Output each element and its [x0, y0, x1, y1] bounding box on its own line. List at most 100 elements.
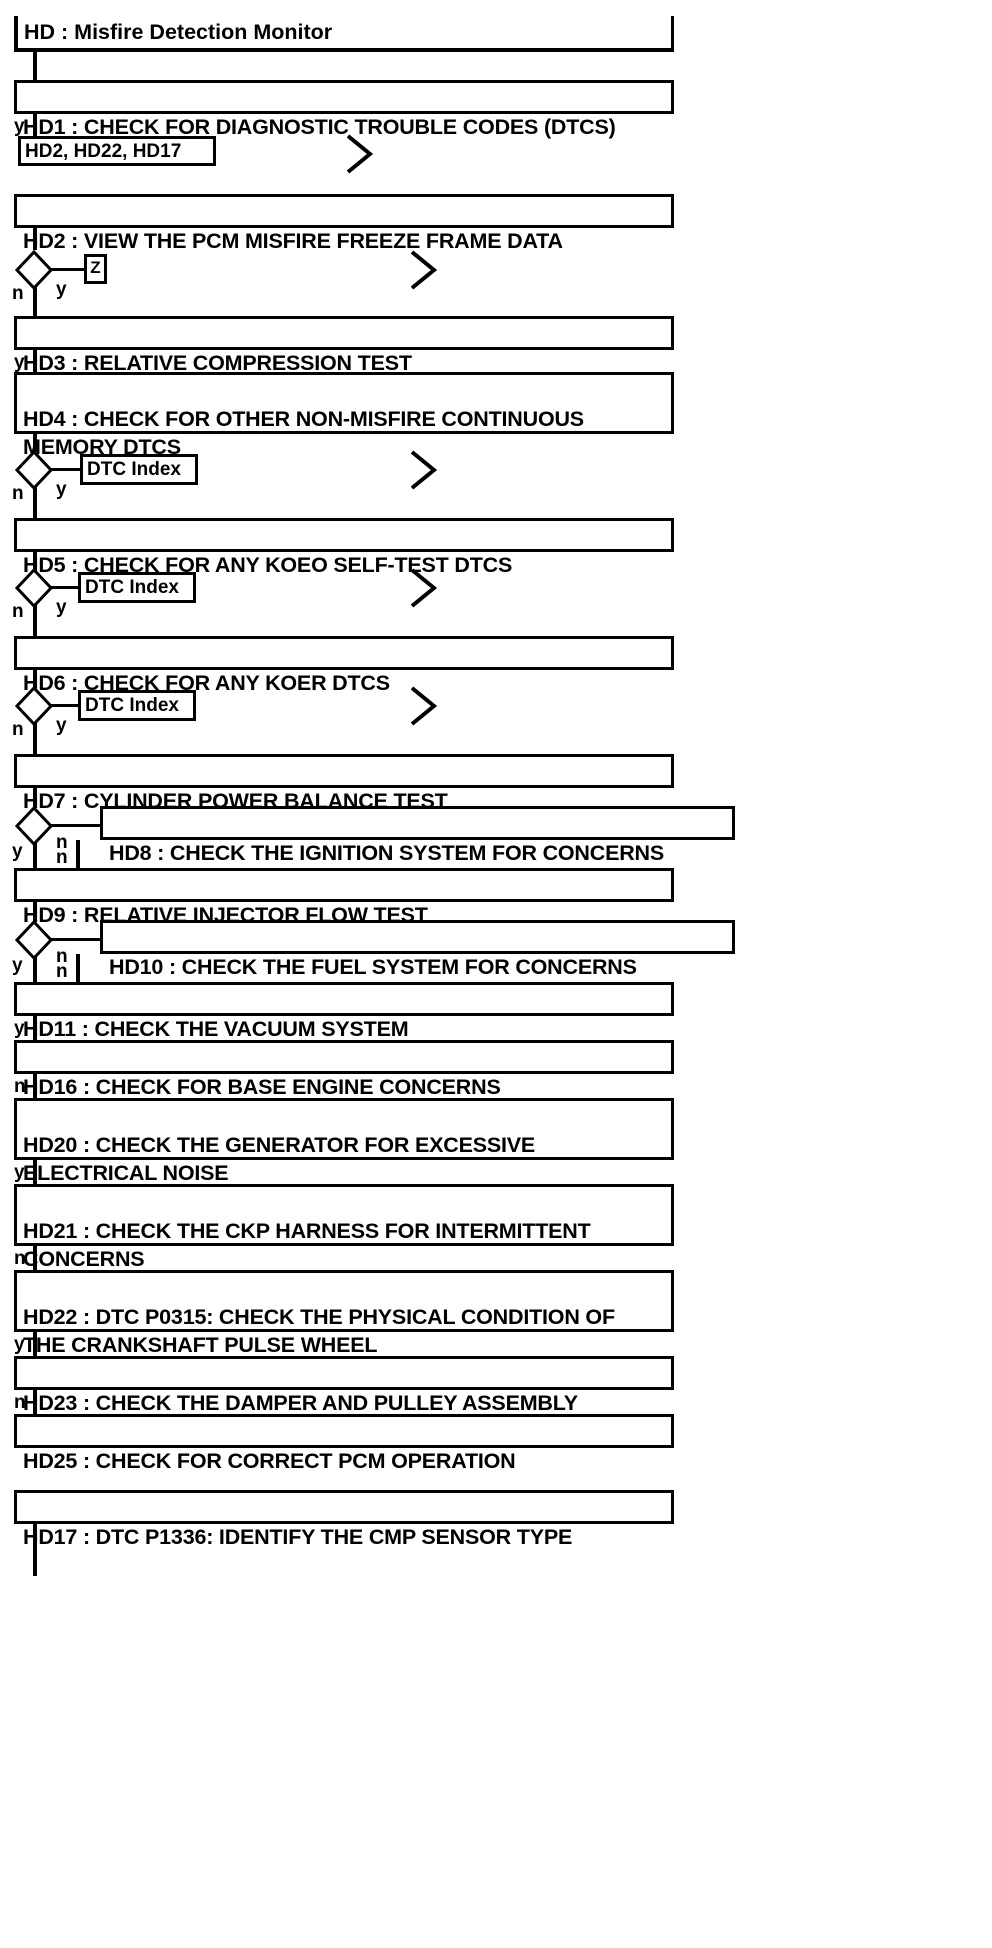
node-hd11-label: HD11 : CHECK THE VACUUM SYSTEM	[23, 1016, 409, 1041]
goto-chevron-hd5	[404, 564, 444, 612]
connector-hd1-to-ref	[33, 114, 37, 138]
node-hd9[interactable]: HD9 : RELATIVE INJECTOR FLOW TEST	[14, 868, 674, 927]
connector-hd7-to-decision	[33, 788, 37, 808]
branch-label-hd16-n: n	[14, 1076, 26, 1097]
ref-box-hd2-symbol[interactable]: Z	[84, 254, 107, 284]
node-hd20[interactable]: HD20 : CHECK THE GENERATOR FOR EXCESSIVE…	[14, 1098, 674, 1185]
decision-diamond-hd4[interactable]	[15, 450, 53, 490]
connector-hd7-y-down	[33, 842, 37, 868]
node-hd4[interactable]: HD4 : CHECK FOR OTHER NON-MISFIRE CONTIN…	[14, 372, 674, 459]
connector-hd23-to-hd25	[33, 1390, 37, 1414]
node-hd5[interactable]: HD5 : CHECK FOR ANY KOEO SELF-TEST DTCS	[14, 518, 674, 577]
connector-hd2-to-decision	[33, 228, 37, 250]
connector-hd5-to-decision	[33, 552, 37, 570]
node-hd22[interactable]: HD22 : DTC P0315: CHECK THE PHYSICAL CON…	[14, 1270, 674, 1357]
ref-box-dtc-index-1[interactable]: DTC Index	[80, 454, 198, 485]
connector-hd6-y-right	[51, 704, 80, 707]
node-hd25-label: HD25 : CHECK FOR CORRECT PCM OPERATION	[23, 1448, 516, 1473]
goto-chevron-hd4	[404, 446, 444, 494]
node-hd3[interactable]: HD3 : RELATIVE COMPRESSION TEST	[14, 316, 674, 375]
branch-label-hd6-n: n	[12, 719, 24, 740]
goto-chevron-hd6	[404, 682, 444, 730]
node-hd2[interactable]: HD2 : VIEW THE PCM MISFIRE FREEZE FRAME …	[14, 194, 674, 253]
branch-label-hd4-y: y	[56, 479, 67, 500]
connector-hd5-y-right	[51, 586, 80, 589]
node-hd23-label: HD23 : CHECK THE DAMPER AND PULLEY ASSEM…	[23, 1390, 578, 1415]
node-hd8-label: HD8 : CHECK THE IGNITION SYSTEM FOR CONC…	[109, 840, 665, 865]
connector-hd22-to-hd23	[33, 1332, 37, 1356]
connector-hd16-to-hd20	[33, 1074, 37, 1098]
branch-label-hd10-n: n	[56, 961, 68, 982]
connector-header-to-hd1	[33, 52, 37, 80]
ref-box-dtc-index-2[interactable]: DTC Index	[78, 572, 196, 603]
decision-diamond-hd7[interactable]	[15, 806, 53, 846]
node-hd16-label: HD16 : CHECK FOR BASE ENGINE CONCERNS	[23, 1074, 501, 1099]
branch-label-hd22-y: y	[14, 1334, 25, 1355]
branch-label-hd20-y: y	[14, 1162, 25, 1183]
connector-hd9-to-decision	[33, 902, 37, 922]
node-hd10-label: HD10 : CHECK THE FUEL SYSTEM FOR CONCERN…	[109, 954, 637, 979]
branch-label-hd21-n: n	[14, 1248, 26, 1269]
node-hd8[interactable]: HD8 : CHECK THE IGNITION SYSTEM FOR CONC…	[100, 806, 735, 865]
connector-hd6-n-down	[33, 722, 37, 754]
connector-hd9-n-right	[51, 938, 101, 941]
connector-hd4-y-right	[51, 468, 82, 471]
connector-hd17-down	[33, 1524, 37, 1576]
connector-hd9-y-down	[33, 956, 37, 982]
decision-diamond-hd2[interactable]	[15, 250, 53, 290]
branch-label-hd5-n: n	[12, 601, 24, 622]
node-hd10[interactable]: HD10 : CHECK THE FUEL SYSTEM FOR CONCERN…	[100, 920, 735, 979]
connector-hd6-to-decision	[33, 670, 37, 688]
node-hd23[interactable]: HD23 : CHECK THE DAMPER AND PULLEY ASSEM…	[14, 1356, 674, 1415]
branch-label-hd2-n: n	[12, 283, 24, 304]
node-hd1-label: HD1 : CHECK FOR DIAGNOSTIC TROUBLE CODES…	[23, 114, 616, 139]
branch-label-hd4-n: n	[12, 483, 24, 504]
connector-hd2-y-right	[51, 268, 84, 271]
node-hd20-label: HD20 : CHECK THE GENERATOR FOR EXCESSIVE…	[23, 1132, 536, 1185]
ref-box-dtc-index-3-label: DTC Index	[85, 695, 179, 716]
node-hd16[interactable]: HD16 : CHECK FOR BASE ENGINE CONCERNS	[14, 1040, 674, 1099]
node-hd4-label: HD4 : CHECK FOR OTHER NON-MISFIRE CONTIN…	[23, 406, 584, 459]
branch-label-hd9-y: y	[12, 955, 23, 976]
node-hd7[interactable]: HD7 : CYLINDER POWER BALANCE TEST	[14, 754, 674, 813]
decision-diamond-hd6[interactable]	[15, 686, 53, 726]
goto-chevron-hd1	[340, 130, 380, 178]
branch-label-hd1-y: y	[14, 116, 25, 137]
branch-label-hd7-n: n	[56, 832, 68, 853]
branch-label-hd7-y: y	[12, 841, 23, 862]
connector-hd7-n-right	[51, 824, 101, 827]
node-hd6[interactable]: HD6 : CHECK FOR ANY KOER DTCS	[14, 636, 674, 695]
ref-box-hd1-targets[interactable]: HD2, HD22, HD17	[18, 136, 216, 166]
ref-box-hd1-targets-label: HD2, HD22, HD17	[25, 141, 182, 162]
connector-hd10-n-down	[76, 954, 80, 982]
branch-label-hd8-n: n	[56, 847, 68, 868]
node-hd22-label: HD22 : DTC P0315: CHECK THE PHYSICAL CON…	[23, 1304, 615, 1357]
decision-diamond-hd5[interactable]	[15, 568, 53, 608]
branch-label-hd6-y: y	[56, 715, 67, 736]
ref-box-dtc-index-3[interactable]: DTC Index	[78, 690, 196, 721]
node-hd25[interactable]: HD25 : CHECK FOR CORRECT PCM OPERATION	[14, 1414, 674, 1473]
connector-hd4-to-decision	[33, 434, 37, 452]
node-hd6-label: HD6 : CHECK FOR ANY KOER DTCS	[23, 670, 390, 695]
node-hd21-label: HD21 : CHECK THE CKP HARNESS FOR INTERMI…	[23, 1218, 591, 1271]
node-hd1[interactable]: HD1 : CHECK FOR DIAGNOSTIC TROUBLE CODES…	[14, 80, 674, 139]
node-hd17[interactable]: HD17 : DTC P1336: IDENTIFY THE CMP SENSO…	[14, 1490, 674, 1549]
branch-label-hd5-y: y	[56, 597, 67, 618]
connector-hd11-to-hd16	[33, 1016, 37, 1040]
branch-label-hd2-y: y	[56, 279, 67, 300]
node-hd3-label: HD3 : RELATIVE COMPRESSION TEST	[23, 350, 412, 375]
node-hd21[interactable]: HD21 : CHECK THE CKP HARNESS FOR INTERMI…	[14, 1184, 674, 1271]
node-hd11[interactable]: HD11 : CHECK THE VACUUM SYSTEM	[14, 982, 674, 1041]
branch-label-hd11-y: y	[14, 1018, 25, 1039]
connector-hd5-n-down	[33, 604, 37, 636]
connector-hd8-n-down	[76, 840, 80, 868]
ref-box-hd2-symbol-label: Z	[90, 258, 101, 277]
connector-hd4-n-down	[33, 486, 37, 518]
page-title: HD : Misfire Detection Monitor	[24, 20, 333, 44]
connector-hd21-to-hd22	[33, 1246, 37, 1270]
branch-label-hd23-n: n	[14, 1392, 26, 1413]
branch-label-hd3-y: y	[14, 352, 25, 373]
flowchart-header-bracket: HD : Misfire Detection Monitor	[14, 16, 674, 52]
decision-diamond-hd9[interactable]	[15, 920, 53, 960]
